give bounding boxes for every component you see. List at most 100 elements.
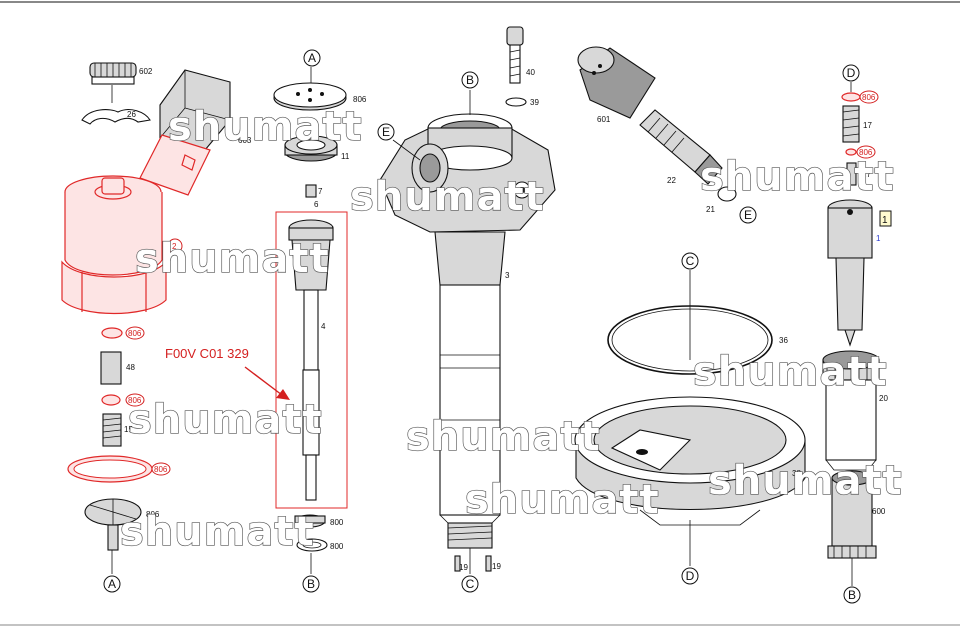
nozzle-nut-assembly [574,270,806,566]
label-48: 48 [126,363,135,372]
label-806-c: 806 [154,465,168,474]
part-19-pin-left [454,555,461,572]
part-600-sleeve [827,470,877,559]
ref-B-right-bottom: B [848,588,856,602]
label-806-f: 806 [862,93,876,102]
label-20: 20 [879,394,888,403]
watermark: shumatt [135,236,330,282]
part-48-sleeve [100,351,122,385]
label-21: 21 [706,205,715,214]
injector-body [379,26,556,574]
part-806-shim-top [841,92,861,102]
ref-E-left: E [382,125,390,139]
ref-D-top: D [847,66,856,80]
part-4-valve-armature [288,219,334,501]
ref-C-ring: C [686,254,695,268]
part-806-seal-2 [101,394,121,406]
ref-D-bottom: D [686,569,695,583]
part-17-spring-top [842,105,860,143]
part-7-ball [305,184,317,198]
label-1-blue: 1 [876,234,881,243]
watermark: shumatt [406,414,601,460]
watermark: shumatt [168,104,363,150]
label-19-b: 19 [492,562,501,571]
label-601: 601 [597,115,611,124]
part-2-solenoid-housing [61,134,211,314]
label-806-g: 806 [859,148,873,157]
label-15: 15 [124,425,133,434]
part-26-clip [81,109,151,125]
label-603: 603 [238,136,252,145]
label-38: 38 [792,469,801,478]
ref-B-body: B [466,73,474,87]
part-20-retaining-nut [822,350,880,471]
label-22: 22 [667,176,676,185]
part-806-valve-plate [273,82,347,111]
label-7: 7 [318,187,323,196]
part-806-disc [84,498,142,551]
ref-C-bottom: C [466,577,475,591]
callout-part-number: F00V C01 329 [165,346,249,361]
nozzle-column [822,82,892,586]
label-1: 1 [882,215,888,226]
label-600: 600 [872,507,886,516]
label-4: 4 [321,322,326,331]
part-603-connector [159,69,231,151]
label-800-a: 800 [330,518,344,527]
watermark: shumatt [693,349,888,395]
watermark: shumatt [708,458,903,504]
part-806-seal [101,327,123,339]
part-21-ring [717,186,737,202]
part-806-shim [845,148,857,156]
label-806-e: 806 [353,95,367,104]
label-26: 26 [127,110,136,119]
label-19-a: 19 [459,563,468,572]
highlight-box-part-4 [275,211,348,509]
callout-arrow [244,366,283,396]
part-11-nut [284,135,338,162]
label-806-b: 806 [128,396,142,405]
label-3: 3 [505,271,510,280]
label-806-d: 806 [146,510,160,519]
label-2: 2 [172,242,177,251]
label-800-b: 800 [330,542,344,551]
label-11: 11 [341,152,350,161]
label-6: 6 [314,200,319,209]
valve-assembly [244,67,348,574]
label-17-b: 17 [862,170,871,179]
inlet-assembly [577,46,737,202]
watermark: shumatt [700,154,895,200]
part-36-oring [607,305,773,375]
part-800-rings [294,514,328,552]
part-40-bolt [506,26,524,84]
label-806-a: 806 [128,329,142,338]
watermark: shumatt [350,174,545,220]
part-17-pin [846,162,857,186]
part-19-pin-right [485,555,492,572]
left-assembly [61,62,231,574]
part-38-cap [574,396,806,526]
watermark: shumatt [120,509,315,555]
label-17-a: 17 [863,121,872,130]
part-39-washer [505,97,527,107]
watermarks: shumatt shumatt shumatt shumatt shumatt … [119,103,903,555]
reference-letters: A A B B E C C D E D B [103,49,861,604]
part-number-labels: 602 26 603 2 806 48 806 15 806 806 806 1… [124,67,888,572]
watermark: shumatt [128,397,323,443]
ref-A-bottom: A [108,577,116,591]
part-15-spring [102,413,122,447]
part-22-filter [639,109,723,185]
index-box [879,210,892,227]
label-40: 40 [526,68,535,77]
ref-E-right: E [744,208,752,222]
part-602-knurled-nut [89,62,137,85]
watermark: shumatt [465,477,660,523]
ref-A-top: A [308,51,316,65]
label-602: 602 [139,67,153,76]
part-601-cap [577,46,656,119]
ref-B-bottom: B [307,577,315,591]
label-36: 36 [779,336,788,345]
label-39: 39 [530,98,539,107]
part-1-nozzle [827,199,873,347]
